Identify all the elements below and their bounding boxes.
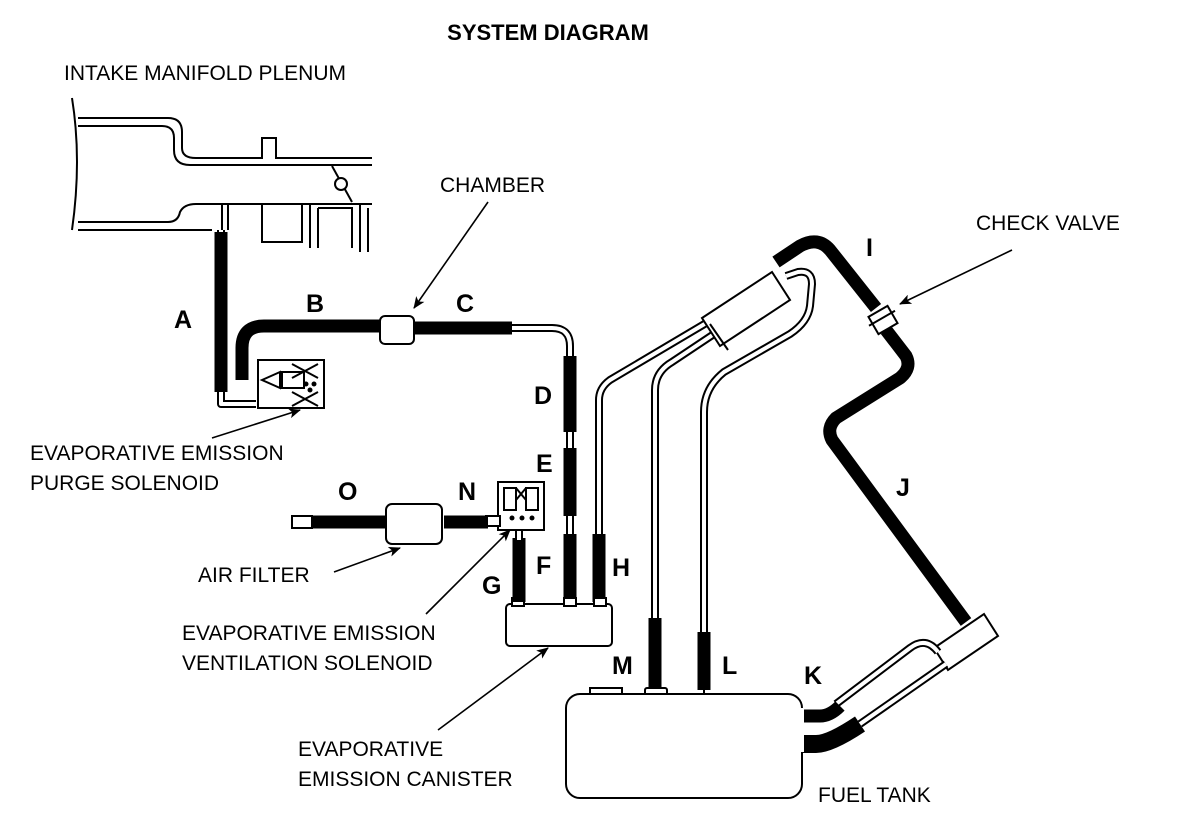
fuel-tank — [565, 693, 803, 799]
hose-label-k: K — [804, 662, 822, 690]
label-ventilation-solenoid-1: EVAPORATIVE EMISSION — [182, 622, 436, 645]
hose-j — [823, 326, 972, 626]
hose-label-d: D — [534, 382, 552, 410]
hose-o — [291, 515, 386, 529]
hose-label-i: I — [866, 234, 873, 262]
intake-manifold-plenum — [71, 97, 372, 252]
chamber — [379, 315, 415, 345]
label-canister-2: EMISSION CANISTER — [298, 768, 513, 791]
hose-label-c: C — [456, 290, 474, 318]
hose-label-g: G — [482, 572, 501, 600]
label-air-filter: AIR FILTER — [198, 564, 310, 587]
hose-label-o: O — [338, 478, 357, 506]
label-check-valve: CHECK VALVE — [976, 212, 1120, 235]
evap-canister — [505, 597, 613, 647]
hose-label-f: F — [536, 552, 551, 580]
purge-solenoid — [257, 359, 325, 409]
hose-label-a: A — [174, 306, 192, 334]
label-purge-solenoid-1: EVAPORATIVE EMISSION — [30, 442, 284, 465]
label-ventilation-solenoid-2: VENTILATION SOLENOID — [182, 652, 433, 675]
leader-arrows — [211, 201, 1013, 731]
ventilation-solenoid — [485, 481, 545, 531]
hose-b — [235, 319, 380, 380]
hose-label-n: N — [458, 478, 476, 506]
hose-label-j: J — [896, 474, 910, 502]
hose-label-e: E — [536, 450, 553, 478]
hose-k — [800, 638, 949, 753]
label-canister-1: EVAPORATIVE — [298, 738, 443, 761]
hose-h — [592, 312, 721, 602]
hose-c — [414, 321, 574, 358]
hose-label-l: L — [722, 652, 737, 680]
hose-a — [214, 230, 256, 408]
hose-label-h: H — [612, 554, 630, 582]
hose-i — [772, 235, 882, 313]
label-chamber: CHAMBER — [440, 174, 545, 197]
rollover-valve — [651, 267, 816, 634]
label-fuel-tank: FUEL TANK — [818, 784, 931, 807]
air-filter — [385, 503, 443, 545]
hose-label-m: M — [612, 652, 633, 680]
diagram-title: SYSTEM DIAGRAM — [447, 20, 649, 45]
hose-label-b: B — [306, 290, 324, 318]
label-intake-manifold-plenum: INTAKE MANIFOLD PLENUM — [64, 62, 346, 85]
label-purge-solenoid-2: PURGE SOLENOID — [30, 472, 219, 495]
